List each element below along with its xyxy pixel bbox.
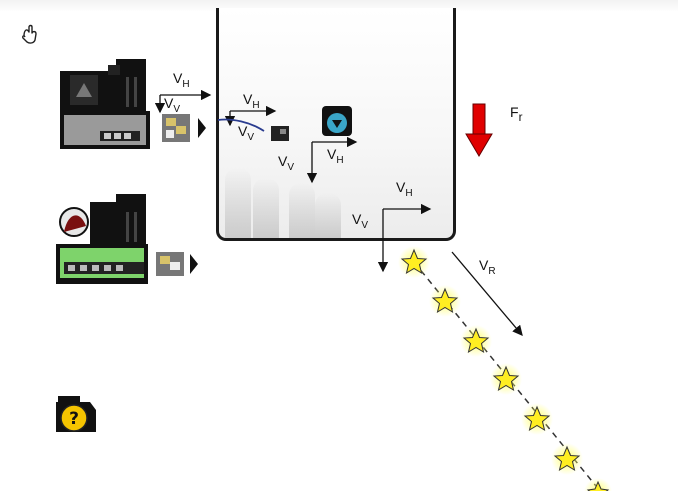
force-label: Fr: [510, 104, 522, 124]
star-icon: [551, 443, 583, 475]
box-projectile-icon: [270, 124, 290, 142]
help-question-icon[interactable]: ?: [50, 392, 100, 440]
force-label-sub: r: [518, 110, 523, 124]
star-icon: [429, 285, 461, 317]
machine-chute-gray[interactable]: [160, 110, 208, 146]
target-ball-icon: [320, 104, 354, 138]
vv-label: VV: [164, 95, 181, 115]
force-label-main: F: [510, 104, 519, 120]
svg-text:?: ?: [69, 409, 79, 429]
star-icon: [398, 246, 430, 278]
launcher-machine-green-icon[interactable]: [54, 192, 154, 288]
star-icon: [521, 403, 553, 435]
star-icon: [490, 363, 522, 395]
launcher-machine-gray-icon[interactable]: [56, 57, 156, 153]
vh-label: VH: [173, 70, 190, 90]
vh-label: VH: [243, 91, 260, 111]
star-icon: [460, 325, 492, 357]
vv-label: VV: [238, 123, 255, 143]
undo-hand-icon[interactable]: [18, 24, 40, 46]
vv-label: VV: [278, 153, 295, 173]
star-icon: [584, 478, 612, 491]
trajectory-line: [413, 261, 601, 491]
machine-chute-green[interactable]: [154, 248, 200, 280]
vh-label: VH: [327, 146, 344, 166]
force-arrow-icon: [464, 102, 494, 158]
top-shadow: [0, 0, 678, 12]
vv-label: VV: [352, 211, 369, 231]
haze: [315, 193, 341, 238]
haze: [289, 183, 315, 238]
haze: [225, 168, 251, 238]
haze: [253, 178, 279, 238]
vh-label: VH: [396, 179, 413, 199]
vr-label: VR: [479, 257, 496, 277]
